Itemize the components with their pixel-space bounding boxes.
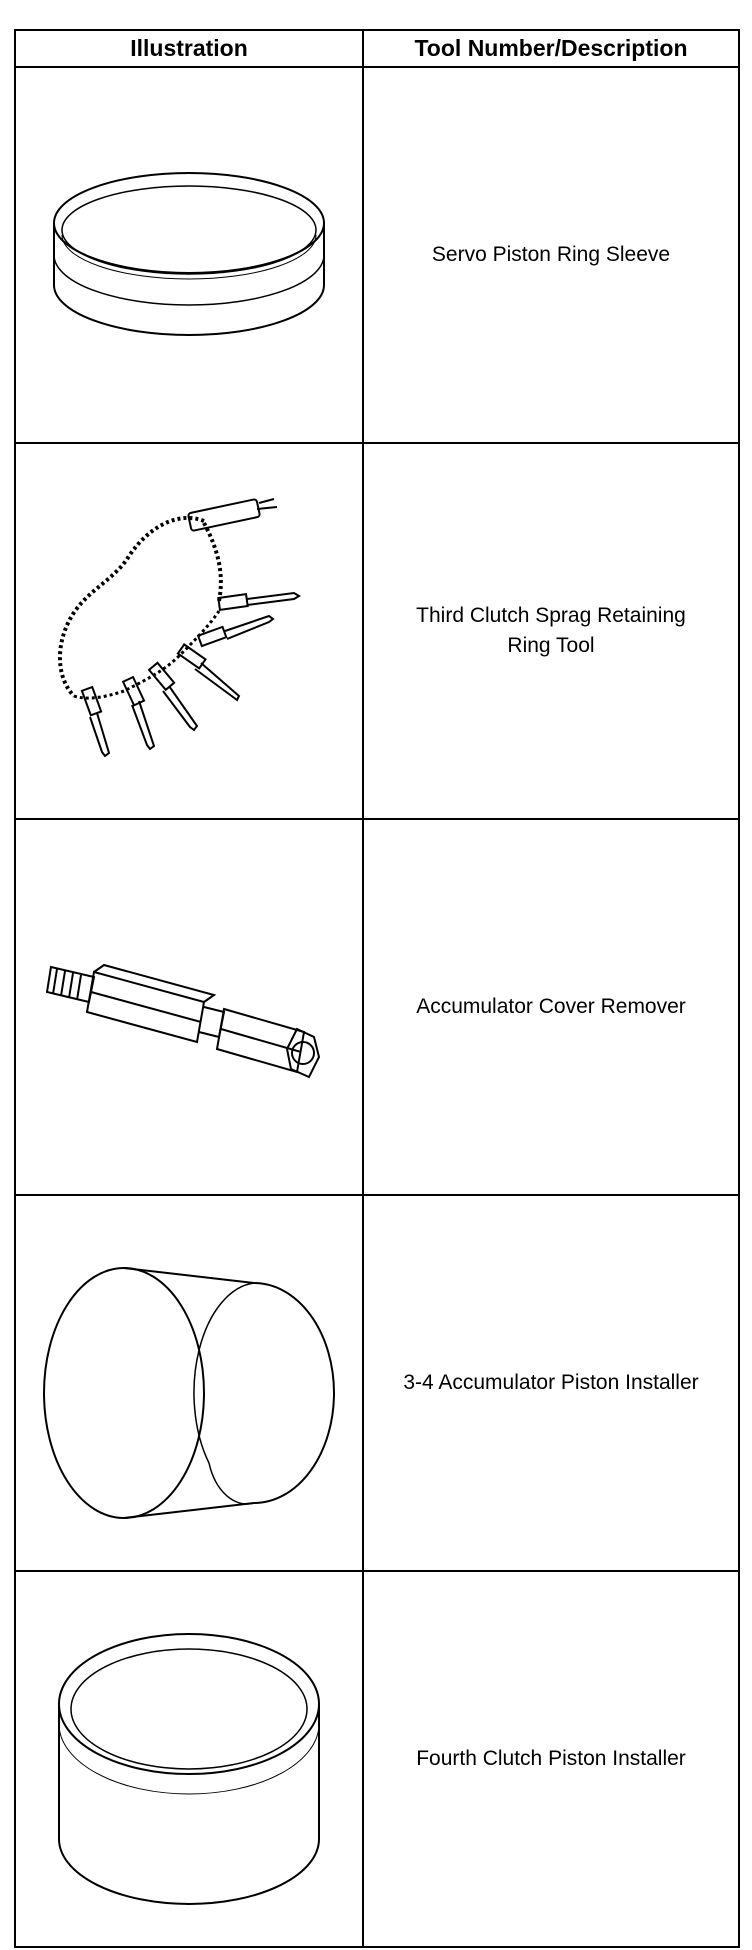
tool-description: Third Clutch Sprag Retaining Ring Tool bbox=[416, 604, 686, 657]
description-cell: Third Clutch Sprag Retaining Ring Tool bbox=[362, 442, 740, 820]
tool-description: Fourth Clutch Piston Installer bbox=[416, 1747, 686, 1770]
illustration-cell bbox=[14, 1570, 364, 1948]
sprag-retaining-tool-icon bbox=[57, 498, 301, 758]
table-row: Third Clutch Sprag Retaining Ring Tool bbox=[14, 442, 740, 820]
illustration-cell bbox=[14, 818, 364, 1196]
tool-description: Accumulator Cover Remover bbox=[416, 995, 686, 1018]
clutch-piston-installer-icon bbox=[58, 1633, 320, 1905]
tool-description: 3-4 Accumulator Piston Installer bbox=[403, 1371, 699, 1394]
table-row: Servo Piston Ring Sleeve bbox=[14, 66, 740, 444]
description-cell: Accumulator Cover Remover bbox=[362, 818, 740, 1196]
table-row: Fourth Clutch Piston Installer bbox=[14, 1570, 740, 1948]
piston-installer-cylinder-icon bbox=[43, 1267, 335, 1519]
cover-remover-icon bbox=[45, 963, 321, 1079]
description-cell: Fourth Clutch Piston Installer bbox=[362, 1570, 740, 1948]
tool-description: Servo Piston Ring Sleeve bbox=[431, 243, 671, 266]
header-tool-description: Tool Number/Description bbox=[362, 29, 740, 68]
illustration-cell bbox=[14, 66, 364, 444]
illustration-cell bbox=[14, 1194, 364, 1572]
special-tools-table: Illustration Tool Number/Description bbox=[14, 29, 740, 1948]
description-cell: 3-4 Accumulator Piston Installer bbox=[362, 1194, 740, 1572]
table-header-row: Illustration Tool Number/Description bbox=[14, 29, 740, 68]
table-row: 3-4 Accumulator Piston Installer bbox=[14, 1194, 740, 1572]
illustration-cell bbox=[14, 442, 364, 820]
header-illustration: Illustration bbox=[14, 29, 364, 68]
description-cell: Servo Piston Ring Sleeve bbox=[362, 66, 740, 444]
ring-sleeve-icon bbox=[53, 172, 325, 336]
table-row: Accumulator Cover Remover bbox=[14, 818, 740, 1196]
